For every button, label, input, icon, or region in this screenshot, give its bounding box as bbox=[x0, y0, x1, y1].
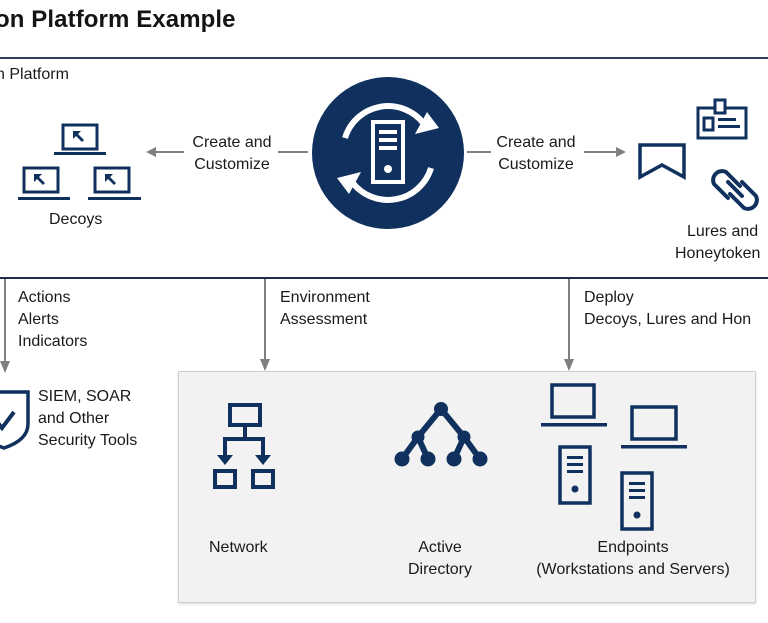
network-hierarchy-icon bbox=[213, 403, 277, 491]
platform-section-label: n Platform bbox=[0, 66, 69, 83]
lures-label: Lures and bbox=[687, 221, 758, 243]
active-directory-line1: Active bbox=[418, 539, 462, 556]
tree-nodes-icon bbox=[394, 401, 488, 467]
network-label: Network bbox=[209, 539, 268, 556]
left-connector-line bbox=[278, 151, 308, 153]
decoys-label: Decoys bbox=[49, 211, 103, 228]
arrow-to-decoys bbox=[146, 144, 186, 160]
endpoints-line1: Endpoints bbox=[597, 539, 669, 556]
decoys-icon-group bbox=[18, 120, 143, 202]
active-directory-label: Active Directory bbox=[390, 537, 490, 581]
arrow-to-security-tools bbox=[0, 279, 12, 373]
section-divider bbox=[0, 277, 768, 279]
lures-label-line1: Lures and bbox=[687, 223, 759, 240]
security-tools-label: SIEM, SOAR and Other Security Tools bbox=[38, 386, 137, 452]
output-deploy-targets: Decoys, Lures and Hon bbox=[584, 311, 752, 328]
right-arrow-label-line2: Customize bbox=[498, 156, 574, 173]
laptop-server-icon bbox=[540, 381, 690, 531]
link-icon bbox=[706, 166, 764, 214]
title-divider bbox=[0, 57, 768, 59]
security-output-labels: Actions Alerts Indicators bbox=[18, 287, 87, 353]
deploy-output-labels: Deploy Decoys, Lures and Hon bbox=[584, 287, 751, 331]
left-arrow-label-line2: Customize bbox=[194, 156, 270, 173]
security-tools-line2: and Other bbox=[38, 410, 110, 427]
right-arrow-label: Create and Customize bbox=[492, 132, 580, 176]
active-directory-line2: Directory bbox=[407, 561, 472, 578]
endpoints-line2: (Workstations and Servers) bbox=[536, 561, 730, 578]
output-alerts: Alerts bbox=[18, 311, 59, 328]
shield-check-icon bbox=[0, 388, 32, 452]
platform-hub bbox=[311, 76, 465, 230]
environment-output-labels: Environment Assessment bbox=[280, 287, 370, 331]
right-connector-line bbox=[467, 151, 491, 153]
endpoints-label: Endpoints (Workstations and Servers) bbox=[518, 537, 748, 581]
output-actions: Actions bbox=[18, 289, 71, 306]
right-arrow-label-line1: Create and bbox=[496, 134, 576, 151]
id-badge-icon bbox=[696, 98, 748, 140]
left-arrow-label: Create and Customize bbox=[188, 132, 276, 176]
output-assessment: Assessment bbox=[280, 311, 368, 328]
bookmark-icon bbox=[638, 143, 686, 180]
arrow-to-environment bbox=[259, 279, 271, 373]
laptop-pointer-icon bbox=[18, 123, 141, 200]
page-title: on Platform Example bbox=[0, 6, 236, 33]
arrow-to-endpoints bbox=[563, 279, 575, 373]
left-arrow-label-line1: Create and bbox=[192, 134, 272, 151]
security-tools-line3: Security Tools bbox=[38, 432, 138, 449]
lures-label-line2: Honeytoken bbox=[675, 245, 761, 262]
server-sync-icon bbox=[312, 77, 464, 229]
security-tools-line1: SIEM, SOAR bbox=[38, 388, 132, 405]
output-environment: Environment bbox=[280, 289, 370, 306]
output-indicators: Indicators bbox=[18, 333, 88, 350]
arrow-to-lures bbox=[584, 144, 626, 160]
output-deploy: Deploy bbox=[584, 289, 634, 306]
